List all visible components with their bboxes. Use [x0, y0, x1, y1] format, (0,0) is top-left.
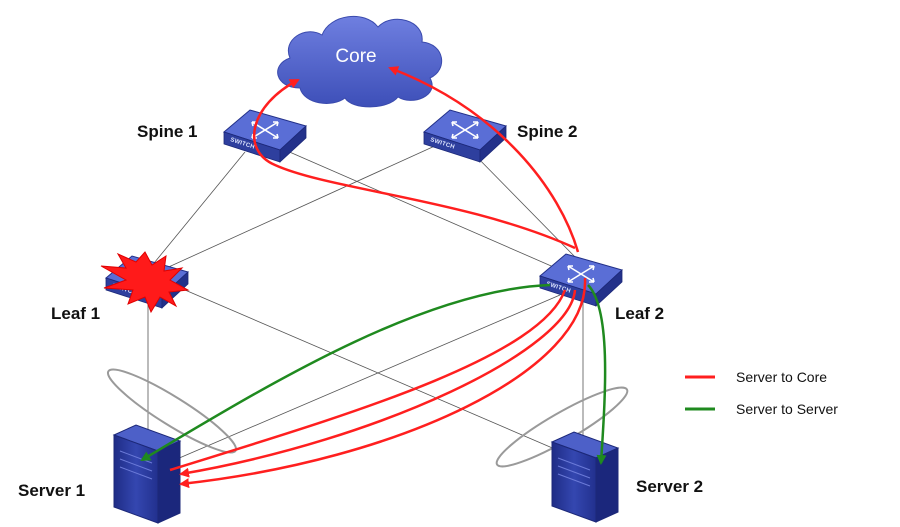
server1-label: Server 1: [18, 481, 85, 500]
green-path-leaf2-server2: [587, 284, 607, 465]
switch-arrows-icon: [451, 121, 479, 139]
switch-arrows-icon: [567, 265, 595, 283]
server-vent-icon: [557, 457, 591, 487]
red-path-leaf2-spine2-core: [388, 66, 580, 253]
server2-device: [550, 431, 620, 523]
spine1-label: Spine 1: [137, 122, 197, 141]
server-to-core-paths: [169, 66, 587, 489]
green-path-leaf2-server1: [140, 283, 551, 462]
server-to-server-paths: [140, 283, 607, 465]
core-cloud: Core: [277, 15, 443, 108]
server1-device: [112, 424, 182, 524]
red-path-leaf2-spine1-core: [252, 78, 576, 250]
legend-label-server-to-server: Server to Server: [736, 401, 838, 417]
leaf1-label: Leaf 1: [51, 304, 100, 323]
core-label: Core: [335, 46, 376, 67]
red-path-server1-leaf2-b: [179, 289, 577, 478]
spine2-label: Spine 2: [517, 122, 577, 141]
legend-label-server-to-core: Server to Core: [736, 369, 827, 385]
spine1-switch: SWITCH: [222, 109, 307, 163]
server2-label: Server 2: [636, 477, 703, 496]
cloud-icon: [277, 15, 443, 108]
leaf2-label: Leaf 2: [615, 304, 664, 323]
link-leaf1-server2: [184, 289, 586, 463]
spine2-switch: SWITCH: [422, 109, 507, 163]
link-leaf2-server1: [169, 294, 561, 463]
link-spine1-leaf1: [149, 151, 246, 269]
red-path-server1-leaf2-a: [169, 289, 567, 472]
physical-links: [147, 139, 586, 463]
failure-burst-icon: [100, 251, 190, 314]
red-path-server1-leaf2-c: [179, 277, 587, 489]
link-spine1-leaf2: [261, 139, 566, 273]
link-spine2-leaf1: [161, 139, 449, 271]
legend: Server to Core Server to Server: [685, 369, 838, 417]
